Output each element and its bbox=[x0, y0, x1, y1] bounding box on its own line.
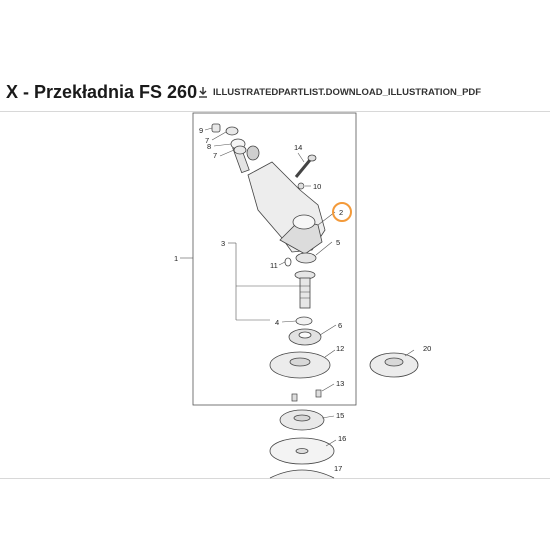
header-divider bbox=[0, 111, 550, 112]
callout-9[interactable]: 9 bbox=[199, 126, 203, 135]
ring-5 bbox=[295, 252, 317, 264]
collar-6 bbox=[288, 328, 322, 346]
assembly-frame bbox=[192, 112, 357, 406]
cap-17 bbox=[269, 469, 335, 479]
callout-2[interactable]: 2 bbox=[339, 208, 343, 217]
nut-10 bbox=[297, 182, 305, 190]
callout-11[interactable]: 11 bbox=[270, 261, 278, 270]
callout-20[interactable]: 20 bbox=[423, 344, 431, 353]
callout-1[interactable]: 1 bbox=[174, 254, 178, 263]
callout-10[interactable]: 10 bbox=[313, 182, 321, 191]
download-pdf-label: ILLUSTRATEDPARTLIST.DOWNLOAD_ILLUSTRATIO… bbox=[213, 86, 482, 98]
download-pdf-link[interactable]: ILLUSTRATEDPARTLIST.DOWNLOAD_ILLUSTRATIO… bbox=[198, 86, 481, 98]
clip-11 bbox=[284, 257, 292, 267]
callout-16[interactable]: 16 bbox=[338, 434, 346, 443]
callout-8[interactable]: 8 bbox=[207, 142, 211, 151]
callout-5[interactable]: 5 bbox=[336, 238, 340, 247]
callout-17[interactable]: 17 bbox=[334, 464, 342, 473]
footer-divider bbox=[0, 478, 550, 479]
washer-4 bbox=[295, 316, 313, 326]
output-shaft bbox=[294, 270, 316, 309]
download-icon bbox=[199, 87, 207, 98]
callout-14[interactable]: 14 bbox=[294, 143, 302, 152]
callout-3[interactable]: 3 bbox=[221, 239, 225, 248]
callout-7a[interactable]: 7 bbox=[205, 136, 209, 145]
callout-12[interactable]: 12 bbox=[336, 344, 344, 353]
callout-7b[interactable]: 7 bbox=[213, 151, 217, 160]
plate-15 bbox=[279, 409, 325, 431]
screw-14 bbox=[294, 154, 317, 178]
callout-13[interactable]: 13 bbox=[336, 379, 344, 388]
plate-20 bbox=[369, 352, 419, 378]
callout-4[interactable]: 4 bbox=[275, 318, 279, 327]
callout-2-highlight bbox=[332, 202, 352, 222]
page-title: X - Przekładnia FS 260 bbox=[6, 82, 198, 102]
callout-6[interactable]: 6 bbox=[338, 321, 342, 330]
bolts-13 bbox=[291, 389, 322, 402]
disc-16 bbox=[269, 437, 335, 465]
callout-15[interactable]: 15 bbox=[336, 411, 344, 420]
thrust-plate-12 bbox=[269, 351, 331, 379]
small-bearings bbox=[211, 123, 247, 155]
gearbox-housing bbox=[247, 161, 326, 255]
